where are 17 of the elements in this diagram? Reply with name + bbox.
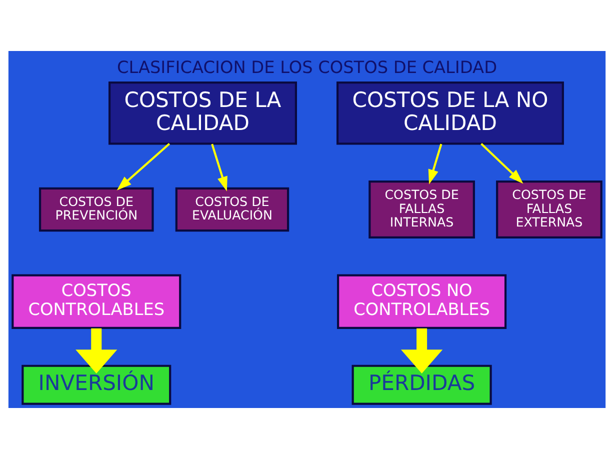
node-box: COSTOS DE PREVENCIÓN bbox=[38, 186, 154, 232]
node-box: INVERSIÓN bbox=[22, 364, 172, 404]
arrow bbox=[480, 142, 524, 184]
arrow bbox=[211, 143, 228, 191]
node-box: PÉRDIDAS bbox=[352, 364, 492, 404]
node-box: COSTOS DE LA NO CALIDAD bbox=[336, 81, 564, 144]
node-box: COSTOS DE FALLAS INTERNAS bbox=[368, 180, 475, 238]
arrow bbox=[116, 142, 170, 190]
node-box: COSTOS DE FALLAS EXTERNAS bbox=[496, 180, 602, 238]
node-box: COSTOS NO CONTROLABLES bbox=[337, 274, 507, 329]
diagram-title: CLASIFICACION DE LOS COSTOS DE CALIDAD bbox=[116, 56, 498, 76]
node-box: COSTOS DE LA CALIDAD bbox=[108, 81, 297, 144]
node-box: COSTOS DE EVALUACIÓN bbox=[175, 186, 290, 232]
arrow bbox=[428, 143, 442, 184]
arrow bbox=[76, 328, 118, 373]
node-box: COSTOS CONTROLABLES bbox=[12, 274, 182, 329]
arrow bbox=[400, 328, 443, 373]
